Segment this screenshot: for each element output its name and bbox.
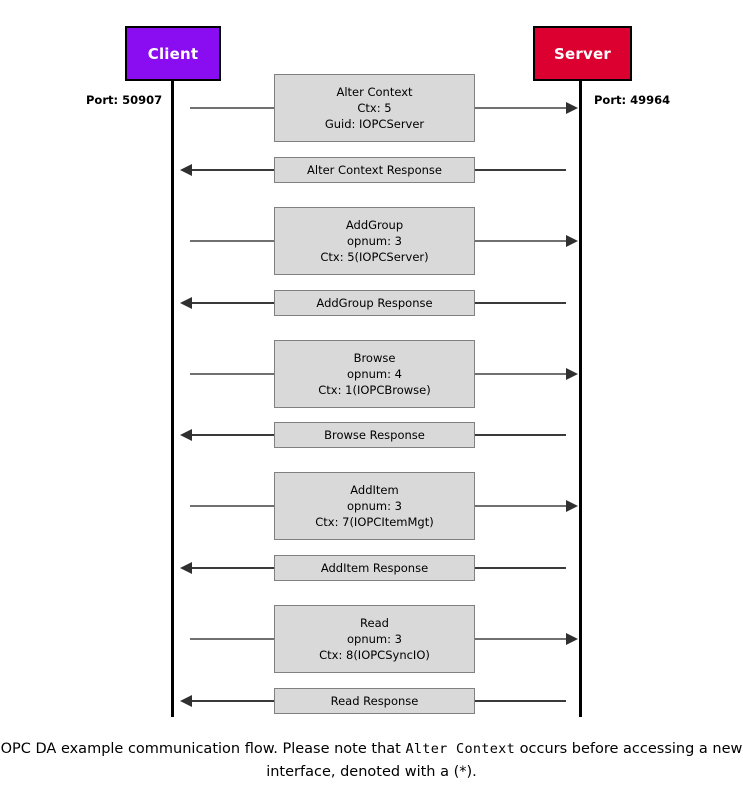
message-box: AddGroup Response — [274, 290, 475, 316]
request-line-left — [190, 638, 274, 640]
arrowhead-left-icon — [180, 562, 192, 574]
response-line-right — [475, 302, 566, 304]
message-text-line: Alter Context — [336, 85, 413, 99]
message-box: Browse Response — [274, 422, 475, 448]
request-line-right — [475, 505, 566, 507]
message-box: Read opnum: 3 Ctx: 8(IOPCSyncIO) — [274, 605, 475, 673]
response-line-right — [475, 169, 566, 171]
request-line-left — [190, 373, 274, 375]
client-lifeline — [171, 79, 174, 717]
message-box: Read Response — [274, 688, 475, 714]
message-text-line: Browse Response — [324, 428, 425, 442]
response-line-left — [192, 169, 274, 171]
server-actor-box: Server — [533, 26, 632, 81]
response-line-right — [475, 700, 566, 702]
server-lifeline — [579, 79, 582, 717]
message-text-line: opnum: 4 — [347, 367, 402, 381]
client-actor-box: Client — [125, 26, 221, 81]
message-text-line: AddGroup Response — [316, 296, 433, 310]
message-text-line: Ctx: 5 — [357, 101, 392, 115]
message-text-line: Ctx: 8(IOPCSyncIO) — [319, 648, 430, 662]
message-box: AddItem Response — [274, 555, 475, 581]
message-text-line: Read Response — [330, 694, 419, 708]
response-line-left — [192, 434, 274, 436]
message-text-line: opnum: 3 — [347, 499, 402, 513]
request-line-right — [475, 638, 566, 640]
server-actor-label: Server — [554, 44, 611, 63]
request-line-right — [475, 373, 566, 375]
message-text-line: Alter Context Response — [307, 163, 442, 177]
message-box: AddGroup opnum: 3 Ctx: 5(IOPCServer) — [274, 207, 475, 275]
request-line-left — [190, 505, 274, 507]
request-line-left — [190, 240, 274, 242]
client-actor-label: Client — [147, 44, 199, 63]
message-text-line: opnum: 3 — [347, 632, 402, 646]
caption-part1: OPC DA example communication flow. Pleas… — [0, 741, 406, 757]
client-port-label: Port: 50907 — [86, 93, 163, 107]
arrowhead-right-icon — [566, 368, 578, 380]
response-line-left — [192, 567, 274, 569]
arrowhead-right-icon — [566, 102, 578, 114]
message-text-line: Ctx: 7(IOPCItemMgt) — [315, 515, 434, 529]
message-text-line: opnum: 3 — [347, 234, 402, 248]
response-line-right — [475, 434, 566, 436]
message-text-line: Ctx: 5(IOPCServer) — [320, 250, 429, 264]
message-text-line: Guid: IOPCServer — [324, 117, 425, 131]
arrowhead-right-icon — [566, 235, 578, 247]
message-text-line: Browse — [353, 351, 396, 365]
arrowhead-left-icon — [180, 695, 192, 707]
request-line-right — [475, 240, 566, 242]
arrowhead-left-icon — [180, 297, 192, 309]
message-text-line: Ctx: 1(IOPCBrowse) — [318, 383, 431, 397]
message-box: AddItem opnum: 3 Ctx: 7(IOPCItemMgt) — [274, 472, 475, 540]
response-line-left — [192, 302, 274, 304]
message-box: Alter Context Response — [274, 157, 475, 183]
caption-part2: occurs before accessing a new interface,… — [266, 741, 743, 780]
diagram-caption: OPC DA example communication flow. Pleas… — [0, 738, 743, 784]
message-box: Browse opnum: 4 Ctx: 1(IOPCBrowse) — [274, 340, 475, 408]
response-line-right — [475, 567, 566, 569]
caption-mono-term: Alter Context — [405, 741, 516, 757]
server-port-label: Port: 49964 — [594, 93, 671, 107]
request-line-right — [475, 107, 566, 109]
message-text-line: AddItem Response — [320, 561, 429, 575]
arrowhead-left-icon — [180, 429, 192, 441]
message-text-line: AddItem — [350, 483, 399, 497]
arrowhead-left-icon — [180, 164, 192, 176]
message-text-line: Read — [360, 616, 389, 630]
response-line-left — [192, 700, 274, 702]
arrowhead-right-icon — [566, 633, 578, 645]
message-text-line: AddGroup — [345, 218, 404, 232]
request-line-left — [190, 107, 274, 109]
arrowhead-right-icon — [566, 500, 578, 512]
